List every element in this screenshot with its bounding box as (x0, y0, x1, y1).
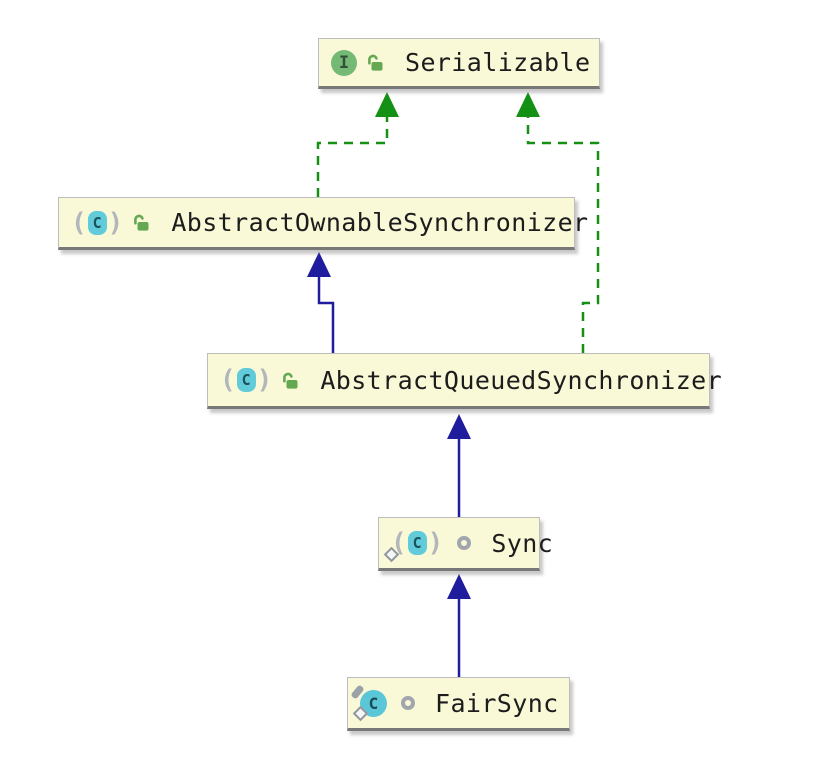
node-abstract-ownable-synchronizer[interactable]: ( C ) AbstractOwnableSynchronizer (58, 197, 588, 250)
edge-aqs-implements-arrowhead-icon (516, 92, 540, 117)
node-label: Sync (491, 528, 554, 558)
edge-aqs-extends-aos[interactable] (307, 252, 335, 353)
node-fair-sync[interactable]: C FairSync (347, 677, 570, 731)
edge-aqs-extends-line[interactable] (317, 276, 335, 353)
public-lock-icon (368, 54, 383, 71)
final-marker-icon (350, 683, 365, 700)
public-lock-icon (134, 214, 149, 231)
edge-aos-implements-line[interactable] (316, 116, 389, 197)
node-label: AbstractQueuedSynchronizer (320, 365, 723, 395)
node-label: AbstractOwnableSynchronizer (171, 208, 589, 237)
edge-fairsync-extends-sync[interactable] (447, 574, 471, 677)
edge-aqs-implements-serializable[interactable] (516, 92, 600, 353)
package-private-icon (457, 536, 472, 550)
edge-aqs-implements-line[interactable] (526, 116, 600, 353)
abstract-static-class-icon: ( C ) (383, 528, 443, 563)
edge-aos-implements-serializable[interactable] (316, 92, 399, 197)
edge-fairsync-extends-arrowhead-icon (447, 574, 471, 599)
static-marker-icon (352, 705, 369, 721)
node-abstract-queued-synchronizer[interactable]: ( C ) AbstractQueuedSynchronizer (207, 353, 722, 409)
abstract-class-icon: ( C ) (220, 365, 273, 395)
edge-sync-extends-aqs[interactable] (447, 414, 471, 517)
public-lock-icon (283, 372, 298, 389)
node-label: FairSync (435, 688, 559, 718)
node-serializable[interactable]: I Serializable (318, 38, 600, 89)
edge-aos-implements-arrowhead-icon (375, 92, 399, 117)
static-final-class-icon: C (350, 683, 387, 721)
abstract-class-icon: ( C ) (71, 207, 124, 238)
interface-icon: I (331, 49, 357, 76)
node-sync[interactable]: ( C ) Sync (378, 517, 553, 571)
package-private-icon (401, 696, 415, 710)
node-label: Serializable (405, 48, 591, 77)
edge-sync-extends-arrowhead-icon (447, 414, 471, 439)
edge-aqs-extends-arrowhead-icon (307, 252, 331, 277)
